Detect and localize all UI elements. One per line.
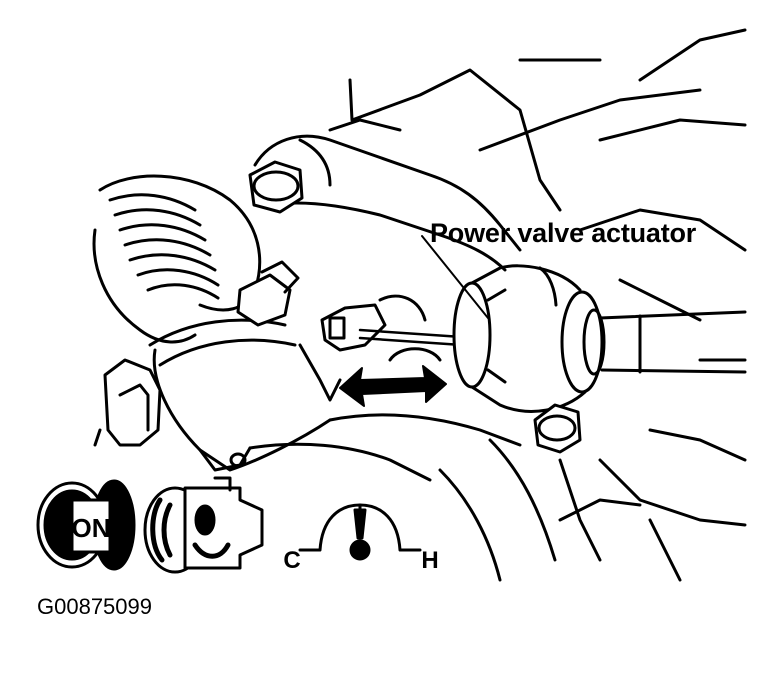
left-connector [93, 358, 162, 447]
figure-id-label: G00875099 [37, 594, 152, 619]
power-valve-actuator-label: Power valve actuator [430, 218, 697, 248]
movement-arrow [339, 365, 447, 407]
lower-bolt [533, 403, 582, 454]
engine-housing [328, 28, 747, 582]
throttle-body [152, 343, 342, 472]
ignition-key-icon: ON [36, 479, 136, 571]
gauge-hot-label: H [421, 547, 438, 574]
gauge-cold-label: C [283, 547, 300, 574]
temperature-gauge-icon: C H [283, 503, 439, 574]
actuator-rod [320, 294, 464, 362]
callout-leader-line [421, 235, 489, 319]
power-valve-actuator [452, 264, 606, 413]
engine-icon [143, 476, 264, 574]
top-bolt [248, 160, 304, 214]
hose-clamp [148, 260, 300, 367]
intake-hose [92, 174, 262, 344]
vacuum-hose [598, 310, 747, 374]
key-on-label: ON [72, 513, 111, 543]
upper-bracket [253, 134, 522, 272]
lower-housing [248, 413, 642, 582]
